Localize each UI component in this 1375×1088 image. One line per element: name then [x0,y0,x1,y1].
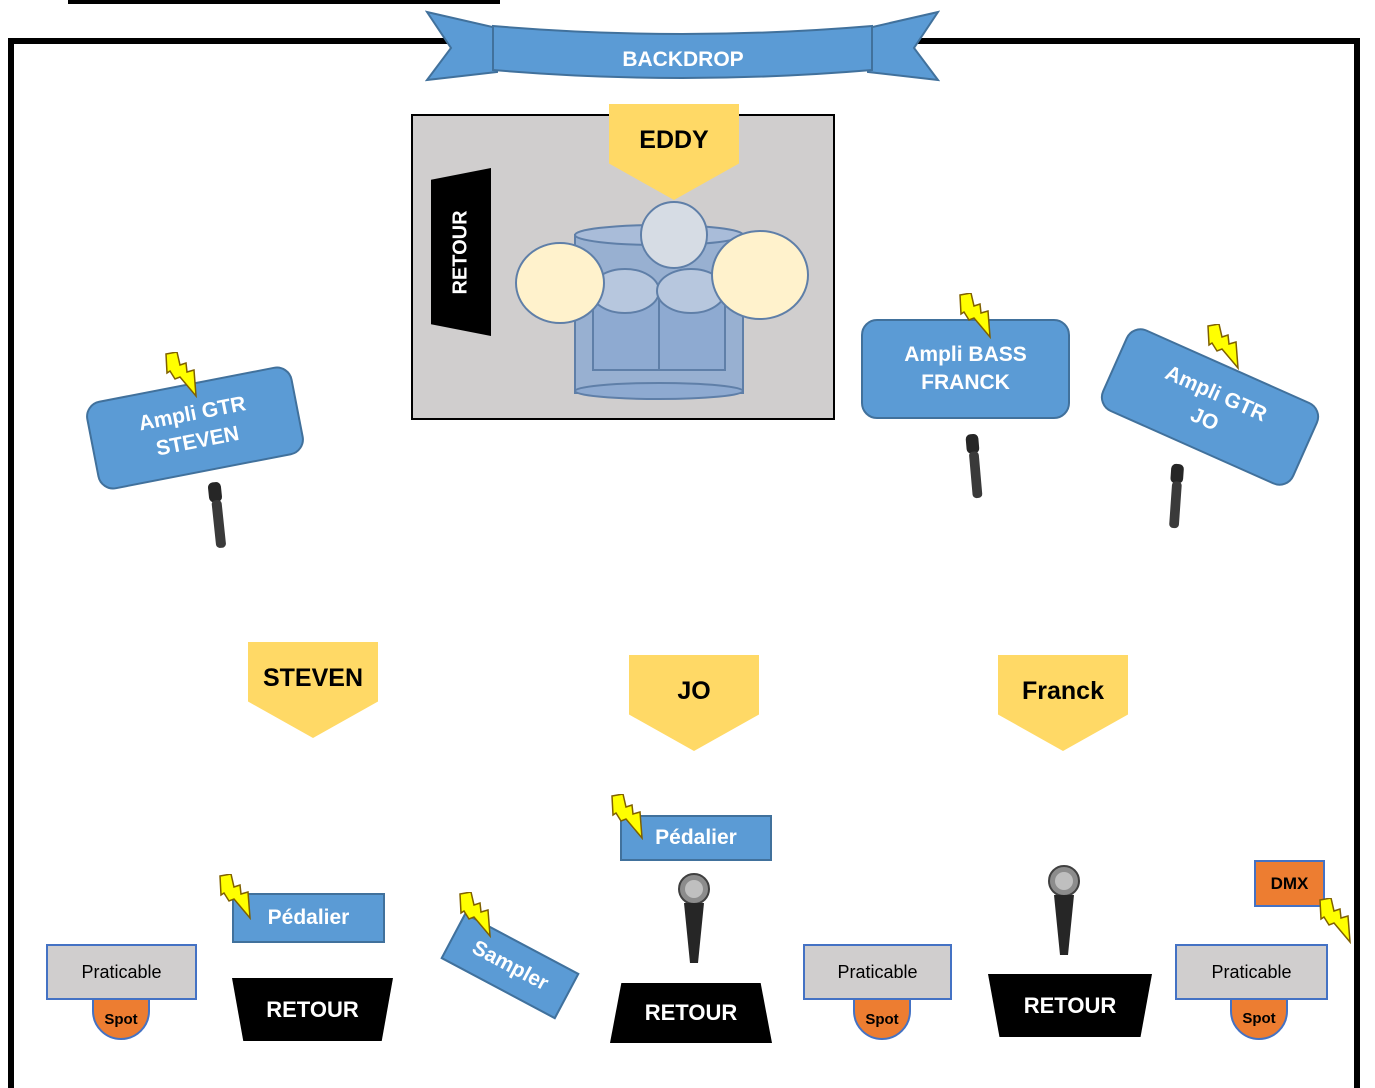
spot-right-label: Spot [1242,1009,1276,1027]
instrument-mic-icon [965,433,983,499]
praticable-left: Praticable [46,944,197,1000]
power-icon [1319,898,1351,944]
instrument-mic-icon [207,482,226,548]
instrument-mic-icon [1169,463,1184,529]
praticable-left-label: Praticable [81,961,162,982]
pedalboard-steven: Pédalier [232,893,385,943]
amp-franck: Ampli BASS FRANCK [861,319,1070,419]
dmx-box: DMX [1254,860,1325,907]
spot-center-label: Spot [865,1010,899,1028]
musician-eddy-label: EDDY [639,126,709,154]
dmx-label: DMX [1270,873,1309,893]
power-icon [959,293,991,339]
power-icon [165,352,197,398]
retour-center-label: RETOUR [644,1000,738,1025]
praticable-center-label: Praticable [837,961,918,982]
praticable-right: Praticable [1175,944,1328,1000]
drum-kit-icon [515,201,809,400]
musician-franck-label: Franck [1022,677,1104,705]
musician-steven-label: STEVEN [262,664,364,692]
drum-retour-label: RETOUR [449,209,472,295]
backdrop-label: BACKDROP [622,48,744,71]
musician-jo-label: JO [677,677,711,705]
retour-left: RETOUR [232,978,393,1041]
power-icon [219,874,251,920]
title-underline [68,0,500,4]
retour-right: RETOUR [988,974,1152,1037]
vocal-mic-icon [1048,865,1080,955]
power-icon [1207,324,1239,370]
amp-franck-label: Ampli BASS FRANCK [904,342,1027,394]
power-icon [611,794,643,840]
spot-left-label: Spot [104,1010,138,1028]
pedalboard-steven-label: Pédalier [267,906,350,929]
power-icon [459,892,491,938]
vocal-mic-icon [678,873,710,963]
spot-center: Spot [853,998,911,1040]
retour-left-label: RETOUR [266,996,359,1022]
retour-right-label: RETOUR [1023,992,1117,1018]
amp-steven-label: Ampli GTR STEVEN [136,391,248,461]
backdrop-banner [425,10,940,82]
retour-center: RETOUR [610,983,772,1043]
drum-retour-monitor [431,168,491,336]
pedalboard-jo: Pédalier [620,815,772,861]
praticable-center: Praticable [803,944,952,1000]
pedalboard-jo-label: Pédalier [655,826,737,849]
praticable-right-label: Praticable [1211,961,1292,982]
